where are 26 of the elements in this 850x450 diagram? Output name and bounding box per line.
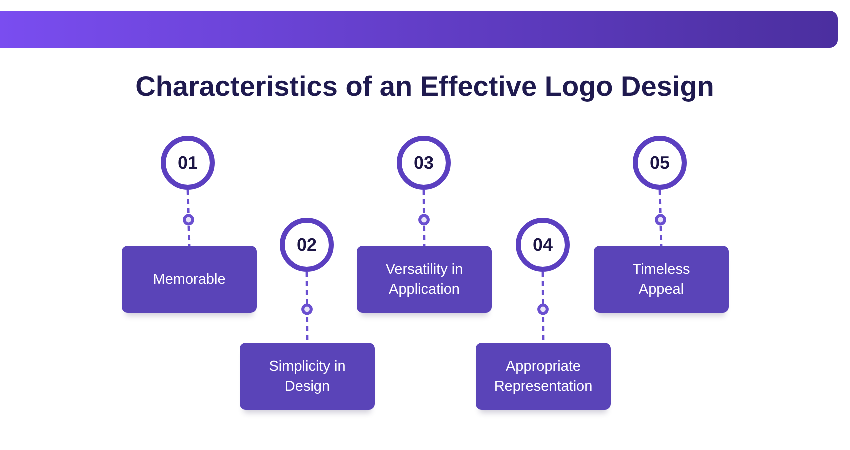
- step-number: 01: [178, 153, 198, 173]
- step-number: 02: [296, 235, 318, 255]
- characteristic-box: [476, 343, 611, 410]
- characteristic-box: [357, 246, 492, 313]
- number-circle: [516, 218, 570, 272]
- number-circle: [397, 136, 451, 190]
- step-number: 03: [414, 153, 434, 173]
- characteristic-box: [594, 246, 729, 313]
- number-circle: [280, 218, 334, 272]
- characteristic-label: Versatility in Application: [384, 260, 464, 300]
- connector-line: [186, 190, 191, 246]
- diagram-title: Characteristics of an Effective Logo Design: [136, 70, 714, 104]
- characteristic-label: Simplicity in Design: [268, 358, 347, 396]
- number-circle: [633, 136, 687, 190]
- connector-line: [658, 190, 663, 246]
- connector-line: [542, 272, 545, 343]
- characteristic-box: [240, 343, 375, 410]
- characteristic-label: Appropriate Representation: [493, 358, 594, 396]
- characteristic-label: Memorable: [153, 270, 226, 290]
- number-circle: [161, 136, 215, 190]
- step-number: 04: [532, 235, 554, 255]
- characteristic-label: Timeless Appeal: [632, 260, 692, 300]
- connector-line: [422, 190, 426, 246]
- step-number: 05: [650, 153, 670, 173]
- characteristic-box: [122, 246, 257, 313]
- connector-line: [306, 272, 309, 343]
